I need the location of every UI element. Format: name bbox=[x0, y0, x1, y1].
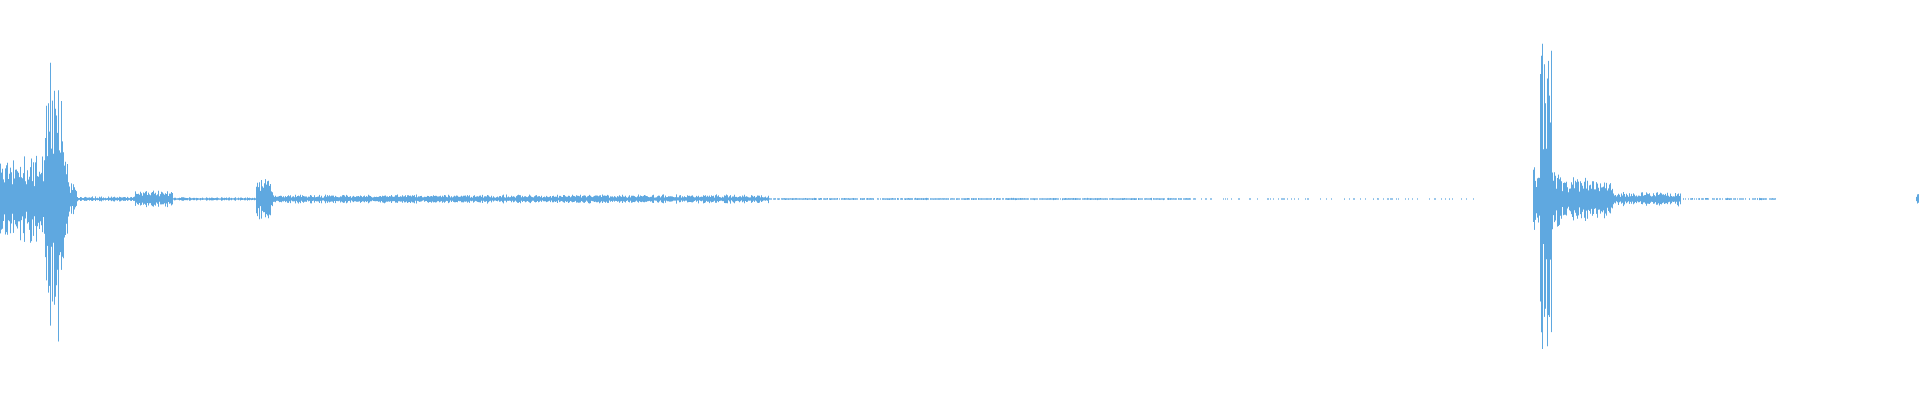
waveform-samples bbox=[0, 43, 1919, 349]
waveform-trace bbox=[0, 43, 1919, 349]
